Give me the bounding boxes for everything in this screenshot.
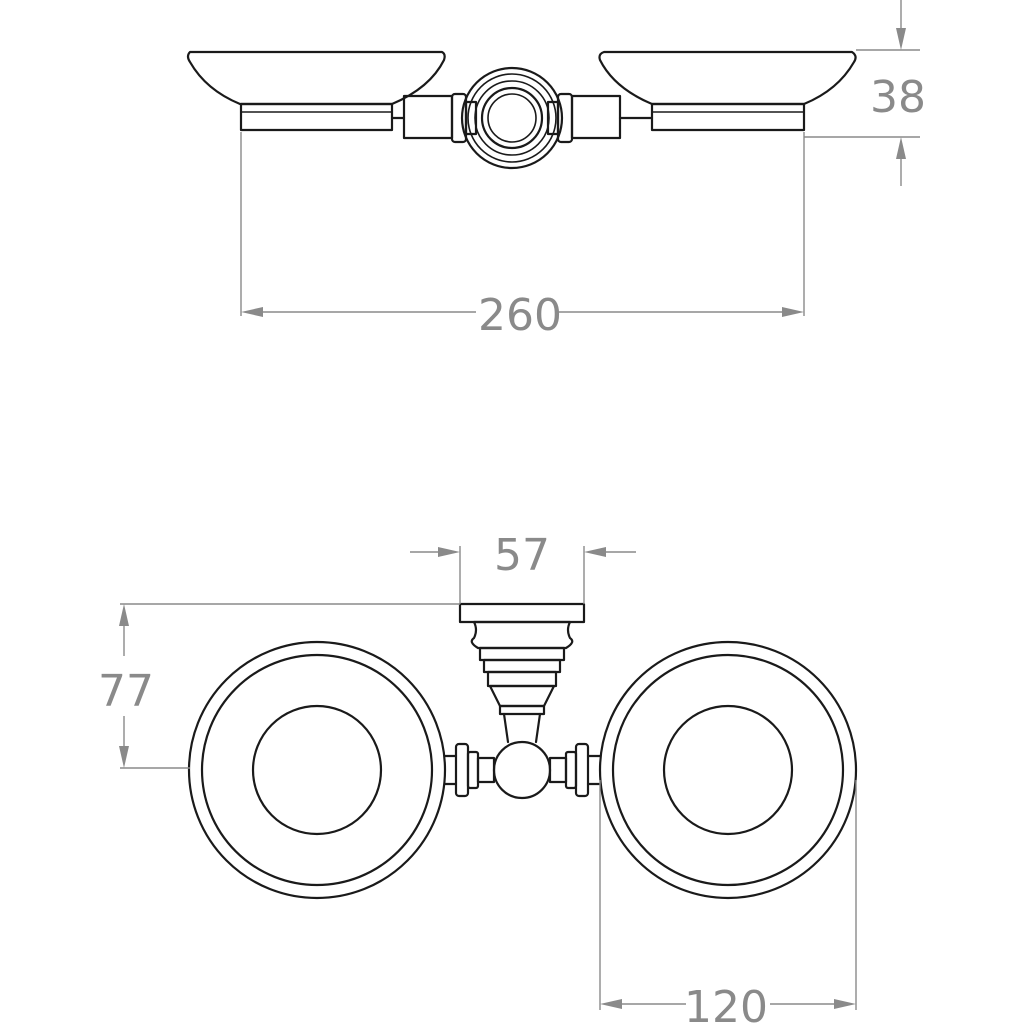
right-dish-top — [598, 640, 858, 900]
dim-label-38: 38 — [870, 72, 926, 123]
dim-label-57: 57 — [494, 530, 550, 581]
wall-bracket-top — [458, 602, 586, 744]
left-dish-front — [186, 50, 446, 132]
rosette-front — [460, 66, 564, 170]
arms-front — [390, 92, 654, 144]
dimension-120: 120 — [599, 780, 857, 1024]
left-dish-top — [187, 640, 447, 900]
dim-label-77: 77 — [98, 666, 154, 717]
arms-top — [438, 740, 606, 800]
dimension-38: 38 — [804, 0, 926, 186]
front-view: 38 260 — [186, 0, 926, 341]
top-view: 57 77 120 — [98, 530, 858, 1024]
dimension-260: 260 — [240, 132, 805, 341]
dim-label-260: 260 — [478, 290, 562, 341]
dimension-77: 77 — [98, 603, 460, 769]
dim-label-120: 120 — [684, 982, 768, 1024]
dimension-57: 57 — [410, 530, 636, 604]
